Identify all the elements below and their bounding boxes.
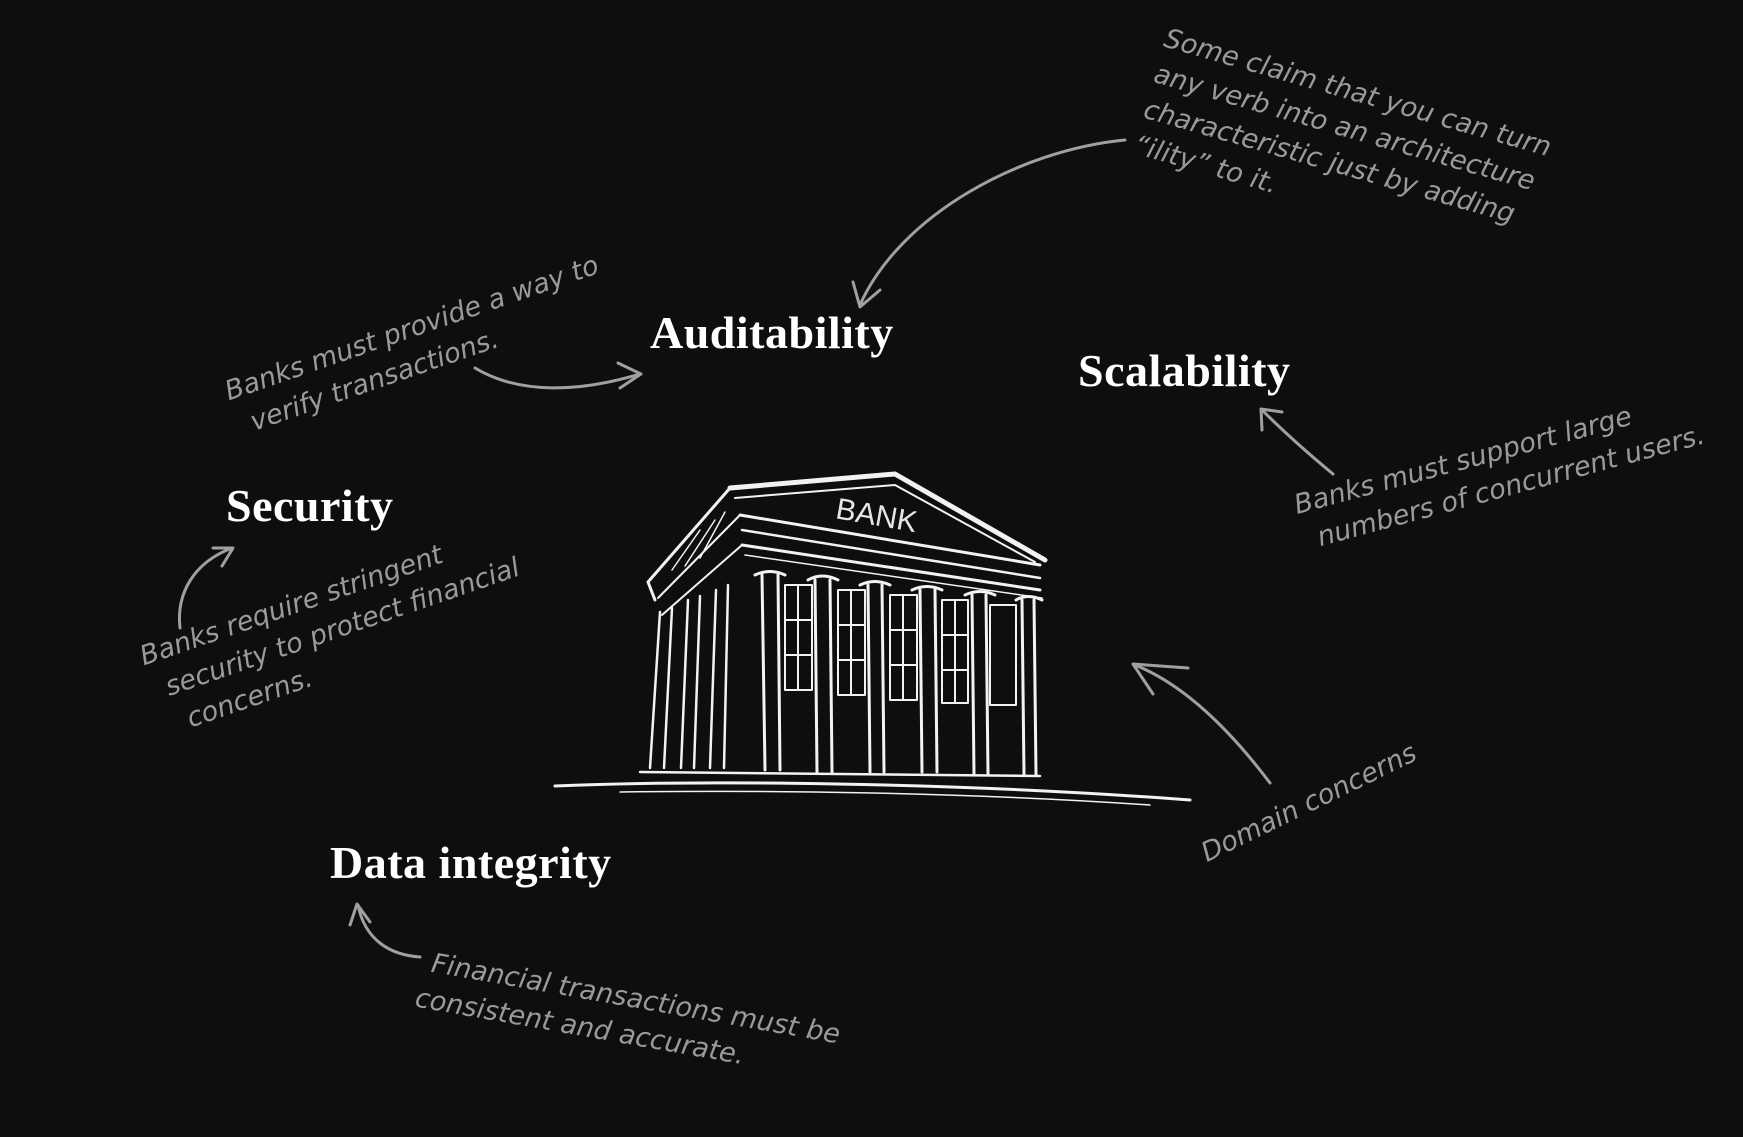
heading-scalability: Scalability (1078, 345, 1291, 396)
arrow-auditability-note (473, 361, 643, 390)
heading-security: Security (226, 480, 394, 531)
arrow-data-integrity-note (348, 902, 422, 959)
heading-auditability: Auditability (650, 307, 894, 358)
arrow-domain-concerns (1131, 662, 1272, 785)
arrow-ility-to-auditability (851, 138, 1127, 309)
arrow-scalability-note (1259, 407, 1335, 476)
arrow-security-note (177, 546, 235, 630)
heading-data-integrity: Data integrity (330, 837, 612, 888)
